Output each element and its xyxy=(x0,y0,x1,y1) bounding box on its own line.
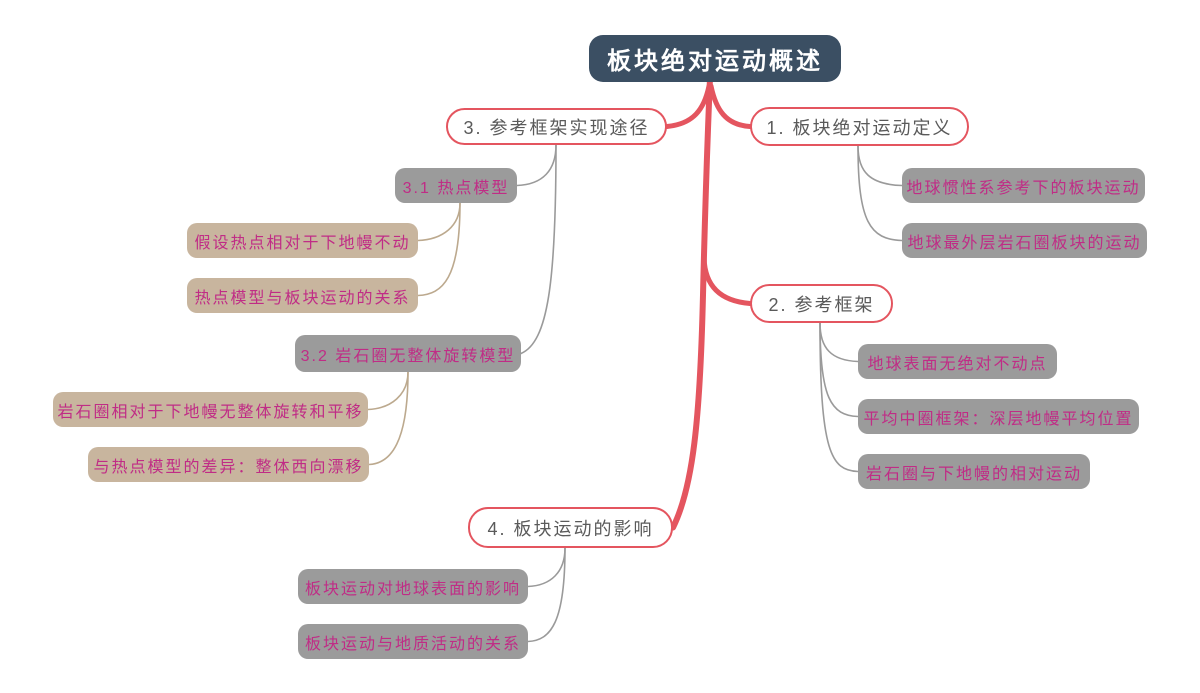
detail-topic-3-1-2[interactable]: 热点模型与板块运动的关系 xyxy=(187,278,418,313)
connector-branch2-child2 xyxy=(819,322,859,418)
subtopic-2-3[interactable]: 岩石圈与下地幔的相对运动 xyxy=(858,454,1090,489)
subtopic-1-2[interactable]: 地球最外层岩石圈板块的运动 xyxy=(902,223,1147,258)
connector-hotspot-detail1 xyxy=(417,202,461,242)
connector-branch2-child1 xyxy=(819,322,859,363)
subtopic-4-2[interactable]: 板块运动与地质活动的关系 xyxy=(298,624,528,659)
main-topic-1[interactable]: 1. 板块绝对运动定义 xyxy=(750,107,969,146)
connector-branch2-child3 xyxy=(819,322,859,473)
connector-branch1-child2 xyxy=(857,145,903,242)
connector-branch4-child1 xyxy=(527,547,566,588)
subtopic-3-2[interactable]: 3.2 岩石圈无整体旋转模型 xyxy=(295,335,521,372)
main-topic-2[interactable]: 2. 参考框架 xyxy=(750,284,893,323)
connector-branch4-child2 xyxy=(527,547,566,643)
connector-trunk-to-branch4 xyxy=(670,75,713,531)
detail-topic-3-2-2[interactable]: 与热点模型的差异：整体西向漂移 xyxy=(88,447,369,482)
connector-root-to-branch1 xyxy=(708,83,753,129)
subtopic-3-1[interactable]: 3.1 热点模型 xyxy=(395,168,517,203)
connector-branch3-child2 xyxy=(520,144,557,355)
subtopic-2-2[interactable]: 平均中圈框架：深层地幔平均位置 xyxy=(858,399,1139,434)
connector-nnr-detail2 xyxy=(368,371,409,466)
connector-branch3-child1 xyxy=(516,144,557,187)
subtopic-1-1[interactable]: 地球惯性系参考下的板块运动 xyxy=(902,168,1145,203)
connector-trunk-to-branch2 xyxy=(701,255,753,306)
connector-nnr-detail1 xyxy=(367,371,409,411)
connector-root-to-branch3 xyxy=(664,83,712,129)
detail-topic-3-1-1[interactable]: 假设热点相对于下地幔不动 xyxy=(187,223,418,258)
main-topic-4[interactable]: 4. 板块运动的影响 xyxy=(468,507,673,548)
subtopic-4-1[interactable]: 板块运动对地球表面的影响 xyxy=(298,569,528,604)
main-topic-3[interactable]: 3. 参考框架实现途径 xyxy=(446,108,667,145)
detail-topic-3-2-1[interactable]: 岩石圈相对于下地幔无整体旋转和平移 xyxy=(53,392,368,427)
root-topic[interactable]: 板块绝对运动概述 xyxy=(589,35,841,82)
connector-hotspot-detail2 xyxy=(417,202,461,297)
connector-branch1-child1 xyxy=(857,145,903,187)
subtopic-2-1[interactable]: 地球表面无绝对不动点 xyxy=(858,344,1057,379)
